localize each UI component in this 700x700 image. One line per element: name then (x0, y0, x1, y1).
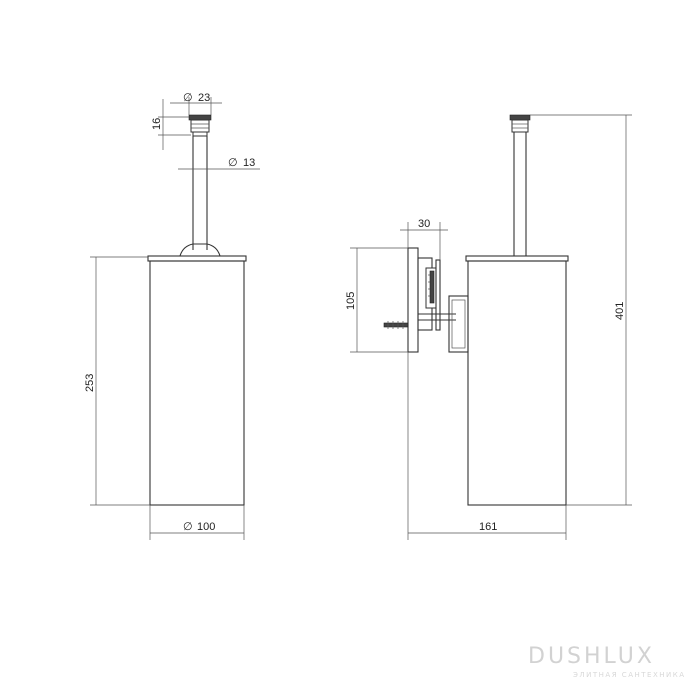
front-dim-rod-diameter-value: 13 (243, 157, 255, 169)
side-dim-total-depth-value: 161 (479, 521, 497, 533)
front-container (149, 260, 245, 506)
watermark-tagline: ЭЛИТНАЯ САНТЕХНИКА (573, 671, 686, 679)
front-brush-rod (192, 136, 208, 250)
side-dim-total-height-value: 401 (614, 302, 626, 320)
front-dim-top-height: 16 (151, 99, 191, 150)
side-container (467, 260, 567, 506)
side-dim-bracket-height-value: 105 (345, 292, 357, 310)
front-handle-knob (188, 114, 212, 137)
front-dim-container-diameter-value: 100 (197, 521, 215, 533)
side-view: 30 105 401 161 (345, 114, 632, 540)
front-dim-top-diameter: ∅ 23 (170, 92, 222, 115)
side-dim-bracket-height: 105 (345, 247, 408, 353)
front-dim-container-diameter: ∅ 100 (149, 505, 245, 540)
front-dim-top-height-value: 16 (151, 118, 163, 130)
side-dim-bracket-depth: 30 (400, 218, 448, 260)
front-dim-container-height: 253 (84, 256, 150, 506)
front-dim-container-diameter-symbol: ∅ (183, 521, 193, 533)
front-lid-collar (179, 243, 221, 257)
front-dim-container-height-value: 253 (84, 374, 96, 392)
side-wall-bracket (383, 247, 469, 353)
side-dim-bracket-depth-value: 30 (418, 218, 430, 230)
side-lid (465, 255, 569, 262)
front-dim-top-diameter-symbol: ∅ (183, 92, 193, 104)
side-dim-total-depth: 161 (407, 352, 567, 540)
front-dim-rod-diameter: ∅ 13 (178, 157, 260, 170)
front-dim-rod-diameter-symbol: ∅ (228, 157, 238, 169)
brand-watermark: DUSHLUX ЭЛИТНАЯ САНТЕХНИКА (528, 644, 686, 679)
side-brush-rod (513, 132, 527, 256)
watermark-brand: DUSHLUX (528, 644, 655, 669)
side-dim-total-height: 401 (530, 114, 632, 506)
side-handle-knob (509, 114, 531, 133)
front-view: ∅ 23 16 ∅ 13 253 ∅ 100 (84, 92, 260, 540)
front-lid (147, 255, 247, 262)
front-dim-top-diameter-value: 23 (198, 92, 210, 104)
